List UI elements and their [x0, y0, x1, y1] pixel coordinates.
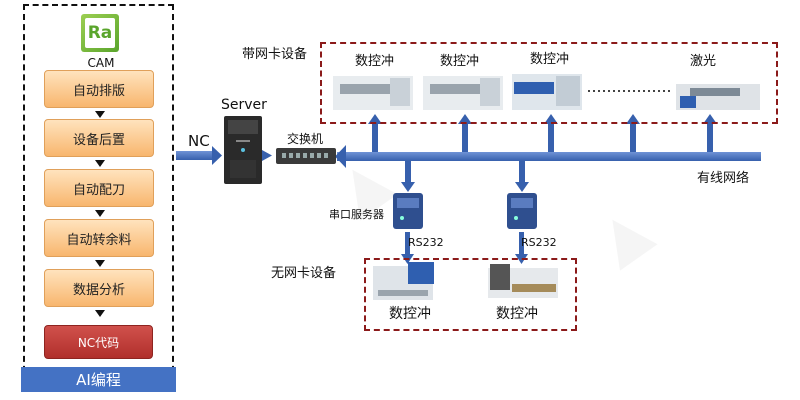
arrow-down-icon: [95, 260, 105, 267]
laser-machine-icon: [676, 84, 760, 110]
machine-label: 数控冲: [389, 306, 431, 322]
nc-arrow-head-icon: [212, 146, 222, 165]
ai-programming-bar: AI编程: [21, 367, 176, 392]
cam-label: CAM: [87, 56, 115, 70]
punch-machine-icon: [373, 262, 434, 300]
non-networked-group-title: 无网卡设备: [271, 266, 337, 281]
nc-arrow-shaft: [176, 151, 214, 160]
arrow-down-icon: [95, 310, 105, 317]
uplinks: [368, 114, 717, 152]
server-label: Server: [221, 97, 267, 113]
switch-icon: [276, 148, 336, 164]
arrow-down-icon: [95, 160, 105, 167]
punch-machine-icon: [488, 264, 558, 298]
switch-label: 交换机: [287, 132, 324, 146]
downlinks: [401, 161, 529, 192]
networked-devices-group: [320, 42, 778, 124]
punch-machine-icon: [512, 74, 582, 110]
arrow-down-icon: [95, 111, 105, 118]
rs232-label: RS232: [408, 236, 444, 249]
step-remnant[interactable]: 自动转余料: [44, 219, 154, 257]
step-auto-nesting[interactable]: 自动排版: [44, 70, 154, 108]
step-auto-tooling[interactable]: 自动配刀: [44, 169, 154, 207]
non-networked-devices-group: [364, 258, 577, 331]
wired-bus: [337, 152, 761, 161]
punch-machine-icon: [333, 76, 413, 110]
punch-machine-icon: [423, 76, 503, 110]
logo-text: Ra: [85, 18, 115, 48]
nc-label: NC: [188, 132, 210, 150]
bus-arrow-left-icon: [335, 145, 346, 168]
serial-server-label: 串口服务器: [329, 208, 384, 221]
serial-server-icon: [507, 193, 537, 229]
step-post-processor[interactable]: 设备后置: [44, 119, 154, 157]
arrow-right-icon: [262, 150, 272, 161]
server-icon: [224, 116, 262, 184]
serial-server-icon: [393, 193, 423, 229]
flow-arrows: [95, 111, 105, 317]
step-data-analysis[interactable]: 数据分析: [44, 269, 154, 307]
machine-label: 激光: [690, 54, 717, 69]
rs232-label: RS232: [521, 236, 557, 249]
machine-label: 数控冲: [496, 306, 538, 322]
networked-group-title: 带网卡设备: [242, 47, 308, 62]
wired-network-label: 有线网络: [697, 171, 750, 186]
machine-label: 数控冲: [530, 52, 570, 67]
machine-label: 数控冲: [440, 54, 480, 69]
arrow-down-icon: [95, 210, 105, 217]
machine-label: 数控冲: [355, 54, 395, 69]
ra-logo-icon: Ra: [81, 14, 119, 52]
nc-code-block[interactable]: NC代码: [44, 325, 153, 359]
